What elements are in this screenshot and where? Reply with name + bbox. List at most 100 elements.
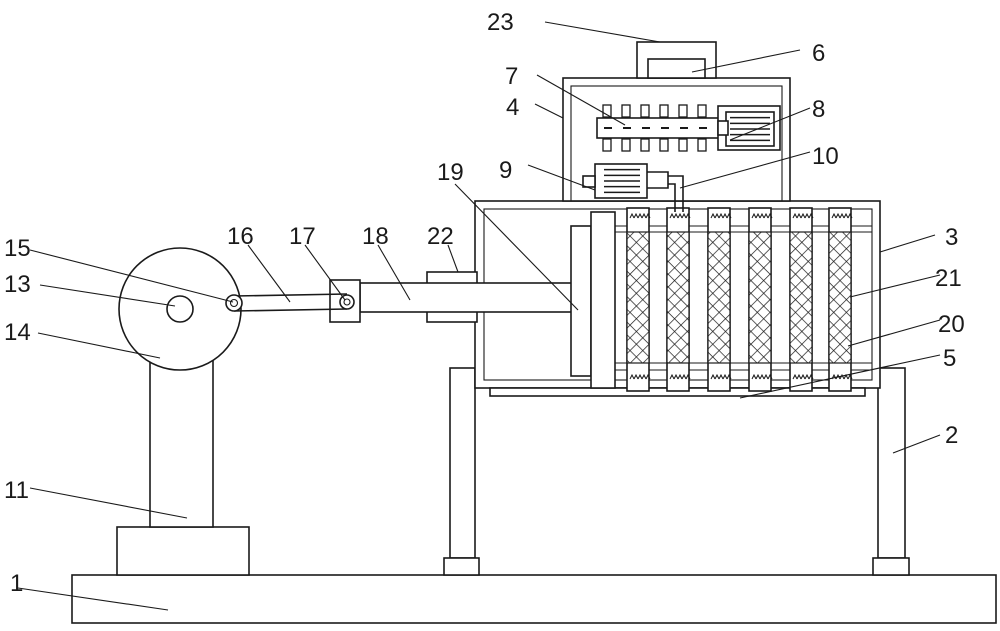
filter-mesh-2 xyxy=(666,231,690,364)
eccentric-pin xyxy=(225,294,243,312)
wheel-hub xyxy=(166,295,194,323)
spring-bottom-1 xyxy=(629,373,651,380)
label-15: 15 xyxy=(4,235,31,262)
label-2: 2 xyxy=(945,422,958,449)
label-14: 14 xyxy=(4,319,31,346)
label-21: 21 xyxy=(935,265,962,292)
fan-blade-top-4 xyxy=(659,104,669,118)
spring-top-1 xyxy=(629,212,651,219)
label-19: 19 xyxy=(437,159,464,186)
label-18: 18 xyxy=(362,223,389,250)
leader-20 xyxy=(847,319,941,347)
fan-blade-bottom-1 xyxy=(602,138,612,152)
label-13: 13 xyxy=(4,271,31,298)
leader-14 xyxy=(37,332,161,359)
leader-15 xyxy=(29,249,234,303)
filter-mesh-1 xyxy=(626,231,650,364)
filter-mesh-3 xyxy=(707,231,731,364)
filter-mesh-4 xyxy=(748,231,772,364)
spring-top-4 xyxy=(751,212,773,219)
left-leg-foot xyxy=(443,557,480,576)
leader-3 xyxy=(879,234,936,253)
leader-10 xyxy=(679,151,811,189)
leader-5 xyxy=(739,354,941,399)
fan-blade-bottom-6 xyxy=(697,138,707,152)
push-plate-inner xyxy=(590,211,616,389)
upper-motor-fins xyxy=(730,116,770,142)
upper-housing-inner xyxy=(570,85,783,202)
spring-top-5 xyxy=(792,212,814,219)
label-22: 22 xyxy=(427,223,454,250)
link-pin-block xyxy=(339,294,355,310)
link-pin-block-center xyxy=(343,298,351,306)
leader-11 xyxy=(29,487,188,519)
push-plate-outer xyxy=(570,225,592,377)
filter-mesh-5 xyxy=(789,231,813,364)
leader-13 xyxy=(39,284,176,307)
left-leg xyxy=(449,367,476,559)
filter-mesh-6 xyxy=(828,231,852,364)
connecting-link-lower xyxy=(233,308,348,312)
base-plate xyxy=(71,574,997,624)
label-7: 7 xyxy=(505,63,518,90)
lower-motor-shaft xyxy=(582,175,596,188)
spring-bottom-5 xyxy=(792,373,814,380)
label-6: 6 xyxy=(812,40,825,67)
leader-18 xyxy=(377,244,411,301)
spring-bottom-3 xyxy=(710,373,732,380)
fan-blade-bottom-2 xyxy=(621,138,631,152)
leader-22 xyxy=(447,244,459,273)
label-4: 4 xyxy=(506,94,519,121)
leader-1 xyxy=(17,587,169,611)
leader-2 xyxy=(892,434,941,454)
wheel-stand-foot xyxy=(116,526,250,576)
leader-4 xyxy=(534,103,564,119)
label-3: 3 xyxy=(945,224,958,251)
label-11: 11 xyxy=(4,477,29,504)
label-8: 8 xyxy=(812,96,825,123)
label-9: 9 xyxy=(499,157,512,184)
spring-bottom-2 xyxy=(669,373,691,380)
lower-motor-coupling xyxy=(647,171,669,189)
leader-8 xyxy=(729,107,811,141)
leader-17 xyxy=(304,244,346,301)
label-16: 16 xyxy=(227,223,254,250)
connecting-link-upper xyxy=(233,293,348,297)
spring-top-3 xyxy=(710,212,732,219)
fan-blade-bottom-3 xyxy=(640,138,650,152)
spring-bottom-4 xyxy=(751,373,773,380)
fan-blade-bottom-4 xyxy=(659,138,669,152)
label-23: 23 xyxy=(487,9,514,36)
spring-top-2 xyxy=(669,212,691,219)
fan-blade-bottom-5 xyxy=(678,138,688,152)
leader-6 xyxy=(691,49,801,73)
label-1: 1 xyxy=(10,570,23,597)
fan-assembly xyxy=(596,104,723,152)
label-20: 20 xyxy=(938,311,965,338)
fan-blade-top-2 xyxy=(621,104,631,118)
spring-top-6 xyxy=(831,212,853,219)
push-rod xyxy=(359,282,573,313)
right-leg-foot xyxy=(872,557,910,576)
leader-lines xyxy=(17,21,941,611)
eccentric-pin-center xyxy=(229,298,239,308)
filter-columns xyxy=(626,207,853,392)
fan-blade-top-3 xyxy=(640,104,650,118)
leader-16 xyxy=(247,244,291,303)
upper-motor-coupling xyxy=(717,120,729,136)
leader-21 xyxy=(849,274,941,298)
fan-blade-top-6 xyxy=(697,104,707,118)
fan-blade-top-1 xyxy=(602,104,612,118)
label-10: 10 xyxy=(812,143,839,170)
fan-blade-top-5 xyxy=(678,104,688,118)
leader-23 xyxy=(544,21,661,43)
pipe-down-to-box xyxy=(668,175,684,212)
right-leg xyxy=(877,367,906,559)
spring-bottom-6 xyxy=(831,373,853,380)
leader-7 xyxy=(536,74,626,126)
handle-base xyxy=(647,58,706,79)
leader-9 xyxy=(527,164,596,191)
